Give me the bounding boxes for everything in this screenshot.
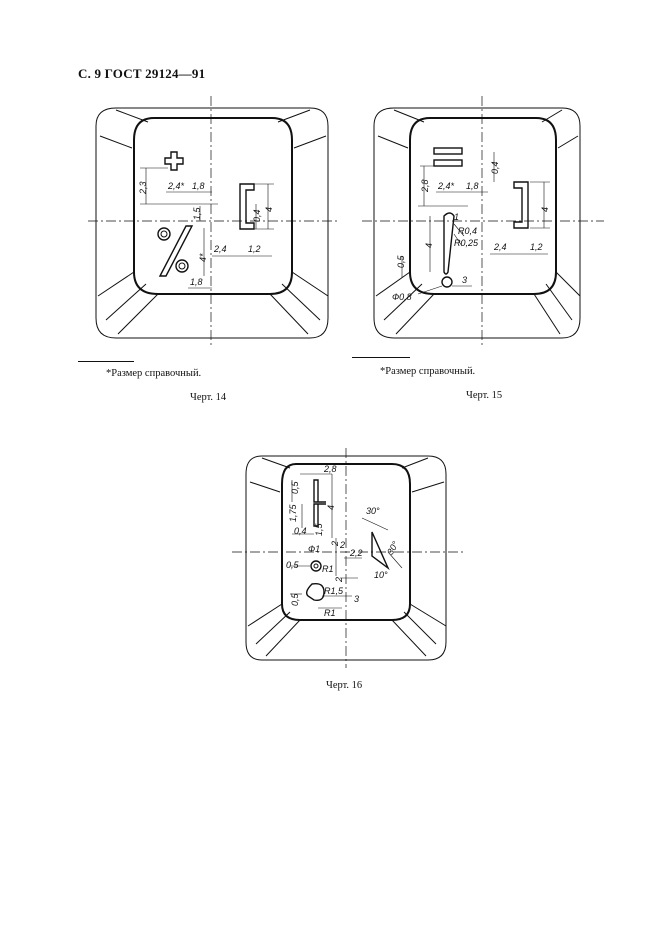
- dim-label: R0,4: [458, 226, 477, 236]
- caption-16: Черт. 16: [326, 680, 363, 691]
- dim-label: R1: [322, 564, 334, 574]
- dim-label: 1,2: [530, 242, 543, 252]
- dim-label: 1,5: [314, 522, 324, 536]
- footnote-rule-15: [352, 357, 410, 358]
- dim-label: 1,5: [192, 206, 202, 220]
- keycap-outer-outline: [95, 107, 329, 339]
- dim-label: 1,8: [466, 181, 479, 191]
- dim-label: 30°: [366, 506, 380, 516]
- dim-label: 0,5: [396, 254, 406, 268]
- dim-label: 2,2: [349, 548, 363, 558]
- dim-label: 2,8: [420, 179, 430, 193]
- dim-label: 2: [334, 577, 344, 583]
- dim-label: 0,4: [490, 161, 500, 174]
- dim-label: 0,5: [286, 560, 300, 570]
- dim-label: 0,5: [290, 592, 300, 606]
- footnote-rule-14: [78, 361, 134, 362]
- figure-14-drawing: 2,3 2,4* 1,8 1,5 0,4 4 2,4 1,2 4* 1,8: [88, 96, 338, 356]
- bracket-glyph: [239, 183, 255, 230]
- footnote-14: *Размер справочный.: [106, 368, 202, 379]
- dim-label: 4: [540, 207, 550, 212]
- dim-label: R1: [324, 608, 336, 618]
- dim-label: 0,5: [290, 480, 300, 494]
- footnote-15: *Размер справочный.: [380, 366, 476, 377]
- dim-label: 4: [424, 243, 434, 248]
- dim-label: 1,8: [190, 277, 203, 287]
- figure-15-drawing: 2,8 2,4* 1,8 0,4 1 R0,4 4 R0,25 4 0,5 2,…: [358, 96, 608, 356]
- dim-label: 2: [339, 540, 345, 550]
- keycap-outer-outline: [245, 455, 447, 661]
- dim-label: 4: [326, 505, 336, 510]
- dim-label: 3: [462, 275, 467, 285]
- dim-label: R1,5: [324, 586, 344, 596]
- dim-label: Ф0,8: [392, 292, 412, 302]
- dim-label: 10°: [374, 570, 388, 580]
- dim-label: 2,4: [213, 244, 227, 254]
- dim-label: 2,4: [493, 242, 507, 252]
- dim-label: 0,4: [294, 526, 307, 536]
- dim-label: 3: [354, 594, 359, 604]
- dim-label: 4: [264, 207, 274, 212]
- dim-label: 1,2: [248, 244, 261, 254]
- dim-label: 2,4*: [167, 181, 185, 191]
- plus-glyph: [164, 151, 184, 171]
- dim-label: 1: [454, 212, 459, 222]
- page-header: С. 9 ГОСТ 29124—91: [78, 66, 206, 81]
- figure-16-drawing: 2,8 0,5 4 1,75 0,4 1,5 30° 2 Ф1 2 2,2 30…: [232, 448, 464, 668]
- dim-label: 1,8: [192, 181, 205, 191]
- caption-15: Черт. 15: [466, 390, 503, 401]
- dim-label: 2,8: [323, 464, 337, 474]
- bracket-glyph: [513, 181, 529, 229]
- dim-label: 2,3: [138, 181, 148, 195]
- dim-label: 2,4*: [437, 181, 455, 191]
- dim-label: 0,4: [252, 209, 262, 222]
- dim-label: 1,75: [288, 503, 298, 522]
- dim-label: R0,25: [454, 238, 479, 248]
- dim-label: Ф1: [308, 544, 320, 554]
- dim-label: 2: [330, 541, 340, 547]
- caption-14: Черт. 14: [190, 392, 227, 403]
- dim-label: 4*: [198, 253, 208, 262]
- keycap-outer-outline: [373, 107, 581, 339]
- dim-label: 30°: [385, 539, 401, 556]
